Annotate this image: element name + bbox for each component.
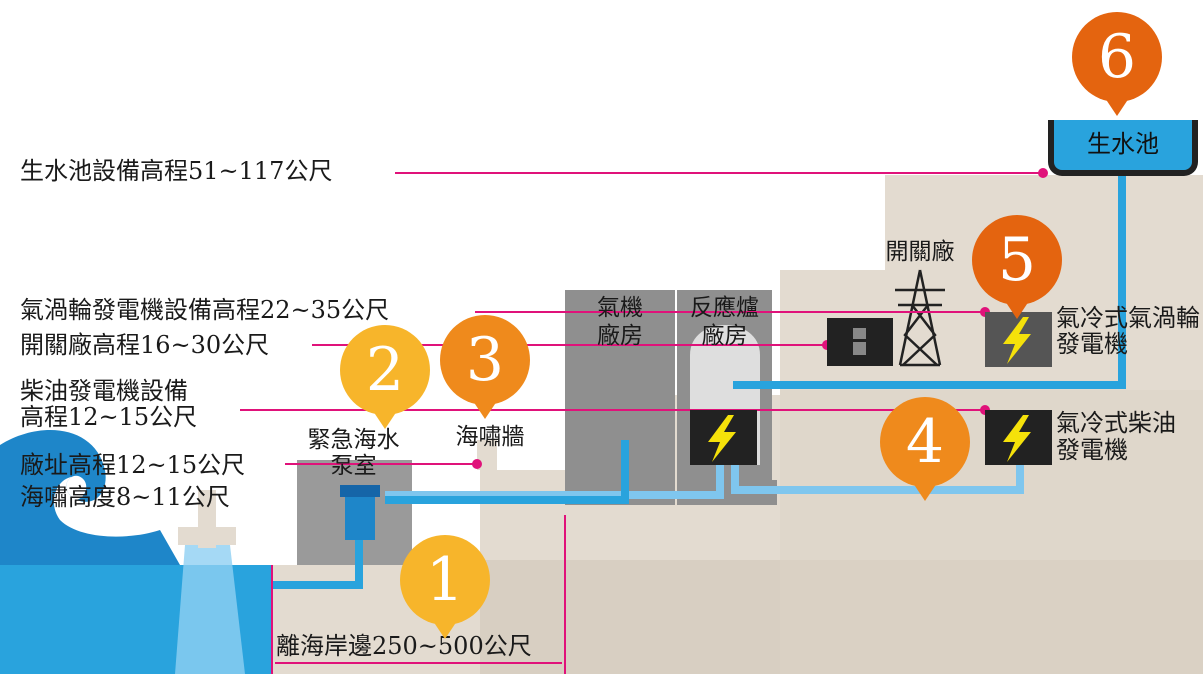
reactor-building-label-2: 廠房 (701, 323, 748, 349)
badge-6: 6 (1072, 12, 1162, 116)
water-pipe (385, 440, 629, 504)
diesel-elevation-label-2: 高程12~15公尺 (20, 403, 198, 431)
switchyard-building (827, 318, 893, 366)
tsunami-height-label: 海嘯高度8~11公尺 (20, 483, 230, 511)
pond-label: 生水池 (1087, 130, 1159, 158)
diesel-elevation-label: 柴油發電機設備 (20, 377, 188, 405)
distance-markers (271, 515, 566, 674)
pump-head (340, 485, 380, 497)
raw-water-pond: 生水池 (1048, 120, 1198, 176)
reactor-generator (690, 410, 757, 465)
lightning-icon (1003, 317, 1031, 364)
diesel-generator (985, 410, 1052, 465)
seawall (477, 440, 497, 470)
badge-3: 3 (440, 315, 530, 419)
shore-distance-label: 離海岸邊250~500公尺 (276, 632, 532, 660)
gas-turbine-generator-label-2: 發電機 (1056, 330, 1128, 358)
diesel-generator-label-2: 發電機 (1056, 436, 1128, 464)
switchyard-tower (895, 269, 945, 367)
badge-5: 5 (972, 215, 1062, 319)
pond-elevation-label: 生水池設備高程51~117公尺 (20, 157, 333, 185)
diesel-generator-label: 氣冷式柴油 (1056, 409, 1176, 437)
wave (0, 430, 180, 565)
light-pipe (731, 440, 1024, 494)
turbine-building-label-2: 廠房 (597, 323, 643, 349)
lightning-icon (708, 415, 736, 462)
pump-room-label: 緊急海水 (307, 427, 400, 453)
site-elevation-label: 廠址高程12~15公尺 (20, 451, 246, 479)
turbine-building (565, 290, 675, 505)
turbine-building-label: 氣機 (597, 295, 643, 321)
water-pipe (733, 160, 1126, 389)
reactor-building-label: 反應爐 (690, 295, 759, 321)
seawall-label: 海嘯牆 (455, 424, 525, 450)
badge-2: 2 (340, 325, 430, 429)
gas-turbine-generator (985, 312, 1052, 367)
turbine-elevation-label: 氣渦輪發電機設備高程22~35公尺 (20, 296, 390, 324)
lightning-icon (1003, 415, 1031, 462)
light-beam (175, 545, 245, 674)
switchyard-label: 開關廠 (885, 239, 955, 265)
wave-crest (66, 475, 87, 500)
pump-room-label-2: 泵室 (330, 453, 377, 479)
marker-post (178, 527, 236, 545)
switchyard-elevation-label: 開關廠高程16~30公尺 (20, 331, 270, 359)
badge-4: 4 (880, 397, 970, 501)
badge-1: 1 (400, 535, 490, 639)
gas-turbine-generator-label: 氣冷式氣渦輪 (1056, 304, 1200, 332)
